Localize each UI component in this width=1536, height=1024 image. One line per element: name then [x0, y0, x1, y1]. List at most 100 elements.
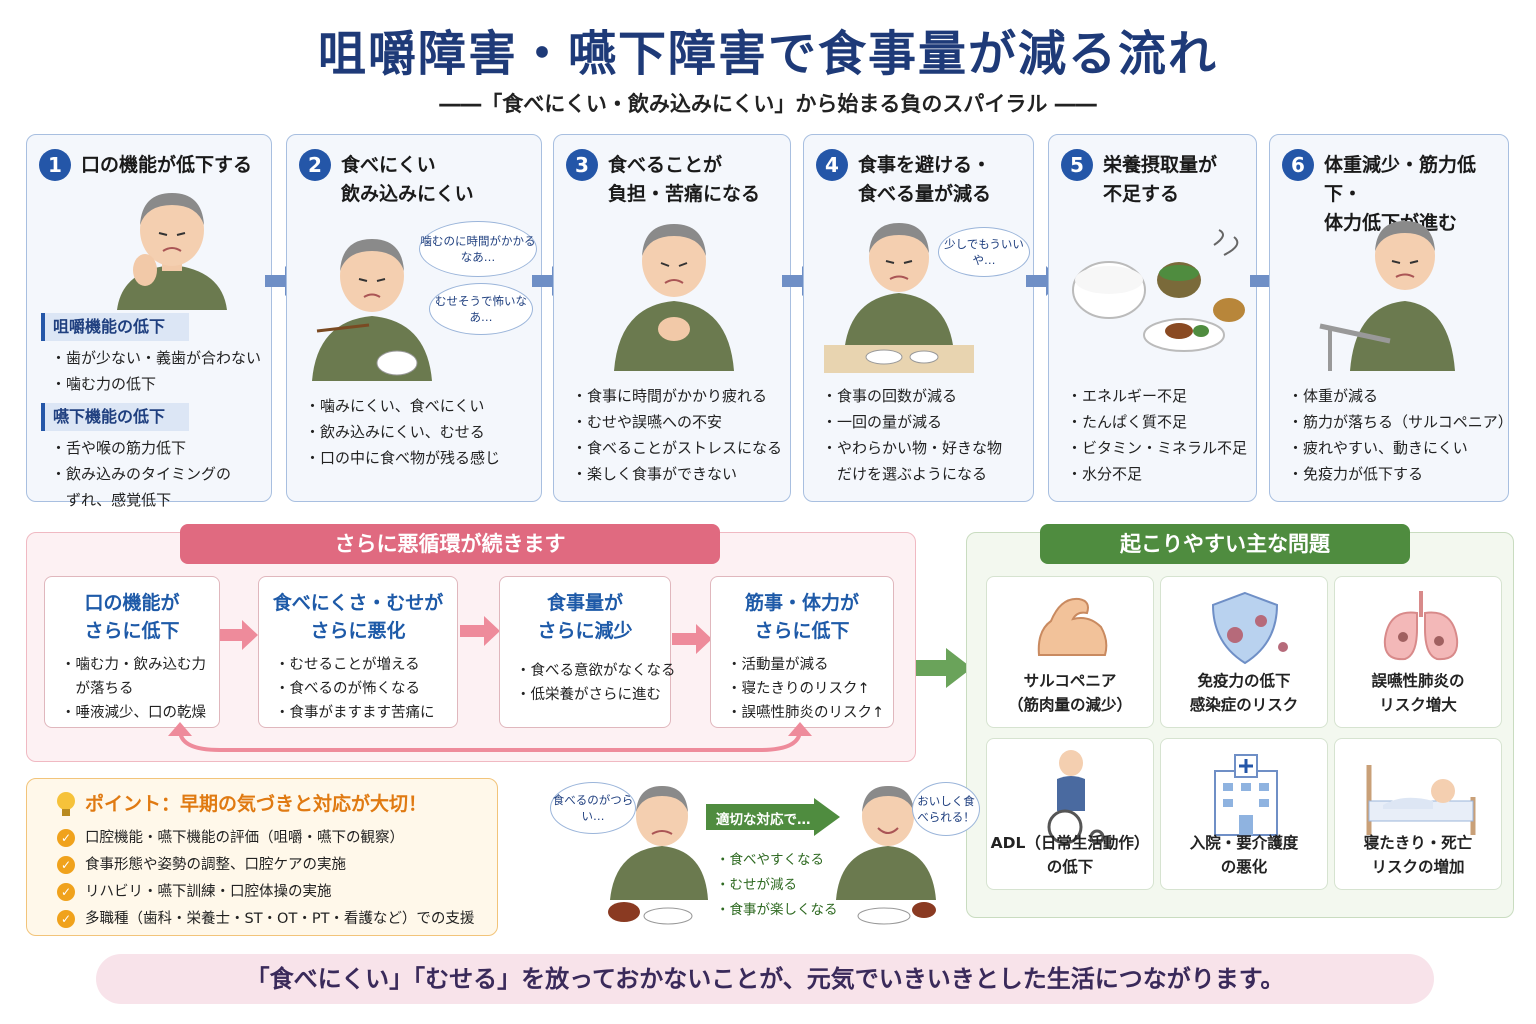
step-6-details: ・体重が減る ・筋力が落ちる（サルコペニア） ・疲れやすい、動きにくい ・免疫力…	[1288, 383, 1513, 487]
cycle-box-items: ・むせることが増える ・食べるのが怖くなる ・食事がますます苦痛に	[275, 653, 457, 725]
list-item: ・食べやすくなる	[716, 852, 824, 868]
list-item: が落ちる	[61, 681, 134, 697]
meal-icon	[1072, 229, 1245, 352]
step-5-details: ・エネルギー不足 ・たんぱく質不足 ・ビタミン・ミネラル不足 ・水分不足	[1067, 383, 1250, 487]
after-thought-bubble: おいしく食べられる！	[912, 782, 980, 836]
list-item: ・食事の回数が減る	[822, 387, 958, 405]
elderly-man-at-table-icon	[824, 223, 974, 373]
lungs-icon	[1383, 591, 1459, 661]
problem-card-hospital: 入院・要介護度の悪化	[1160, 738, 1328, 890]
list-item: ・ビタミン・ミネラル不足	[1067, 439, 1248, 457]
list-item: ・やわらかい物・好きな物	[822, 439, 1003, 457]
step-1-details: 咀嚼機能の低下 ・歯が少ない・義歯が合わない ・噛む力の低下 嚥下機能の低下 ・…	[41, 307, 265, 513]
list-item: ✓口腔機能・嚥下機能の評価（咀嚼・嚥下の観察）	[57, 825, 474, 852]
list-item: ・唾液減少、口の乾燥	[61, 705, 206, 721]
list-item: ・寝たきりのリスク↑	[727, 681, 870, 697]
step-number: 1	[39, 149, 71, 181]
step-title: 口の機能が低下する	[81, 154, 253, 176]
list-item: ・食べるのが怖くなる	[275, 681, 420, 697]
point-heading: ポイント：早期の気づきと対応が大切！	[85, 793, 428, 815]
list-item: ・エネルギー不足	[1067, 387, 1188, 405]
benefits-list: ・食べやすくなる ・むせが減る ・食事が楽しくなる	[716, 848, 838, 923]
problem-label: サルコペニア（筋肉量の減少）	[1007, 672, 1132, 714]
check-icon: ✓	[57, 856, 75, 874]
thought-bubble: 少しでもういいや…	[938, 227, 1030, 277]
elderly-man-struggling-icon	[608, 786, 708, 925]
list-item: ・噛む力・飲み込む力	[61, 657, 206, 673]
point-list: ✓口腔機能・嚥下機能の評価（咀嚼・嚥下の観察） ✓食事形態や姿勢の調整、口腔ケア…	[57, 825, 474, 933]
list-item: ・免疫力が低下する	[1288, 465, 1424, 483]
list-item: ✓リハビリ・嚥下訓練・口腔体操の実施	[57, 879, 474, 906]
step-title: 栄養摂取量が不足する	[1103, 154, 1218, 205]
page-title: 咀嚼障害・嚥下障害で食事量が減る流れ	[317, 26, 1218, 82]
list-item: ✓食事形態や姿勢の調整、口腔ケアの実施	[57, 852, 474, 879]
step-2-details: ・噛みにくい、食べにくい ・飲み込みにくい、むせる ・口の中に食べ物が残る感じ	[305, 393, 535, 471]
list-item: ・疲れやすい、動きにくい	[1288, 439, 1468, 457]
footer-message: 「食べにくい」「むせる」を放っておかないことが、元気でいきいきとした生活につなが…	[96, 954, 1434, 1004]
list-item: ・楽しく食事ができない	[572, 465, 738, 483]
subheading: 嚥下機能の低下	[41, 403, 189, 431]
step-4-details: ・食事の回数が減る ・一回の量が減る ・やわらかい物・好きな物 だけを選ぶように…	[822, 383, 1027, 487]
elderly-man-worried-icon	[117, 193, 227, 310]
muscle-arm-icon	[1037, 597, 1108, 656]
vicious-cycle-heading: さらに悪循環が続きます	[180, 524, 720, 564]
bedridden-icon	[1366, 765, 1476, 835]
step-title: 食べることが負担・苦痛になる	[608, 154, 761, 205]
problem-label: ADL（日常生活動作）の低下	[990, 834, 1150, 876]
list-item: ・舌や喉の筋力低下	[51, 439, 187, 457]
check-icon: ✓	[57, 883, 75, 901]
problems-heading: 起こりやすい主な問題	[1040, 524, 1410, 564]
step-title: 食べにくい飲み込みにくい	[341, 154, 474, 205]
problem-card-sarcopenia: サルコペニア（筋肉量の減少）	[986, 576, 1154, 728]
list-item: ・噛む力の低下	[51, 375, 157, 393]
check-icon: ✓	[57, 829, 75, 847]
list-item: ・低栄養がさらに進む	[516, 687, 661, 703]
problem-label: 入院・要介護度の悪化	[1189, 834, 1299, 876]
step-2-card: 2 食べにくい飲み込みにくい 噛むのに時間がかかるなあ… むせそうで怖いなあ… …	[286, 134, 542, 502]
step-number: 5	[1061, 149, 1093, 181]
cycle-box-title: 口の機能がさらに低下	[84, 592, 180, 642]
subheading: 咀嚼機能の低下	[41, 313, 189, 341]
elderly-man-weak-icon	[1319, 221, 1455, 371]
cycle-box-3: 食事量がさらに減少 ・食べる意欲がなくなる ・低栄養がさらに進む	[499, 576, 676, 728]
problem-label: 誤嚥性肺炎のリスク増大	[1371, 672, 1465, 714]
cycle-box-2: 食べにくさ・むせがさらに悪化 ・むせることが増える ・食べるのが怖くなる ・食事…	[258, 576, 458, 728]
immune-shield-icon	[1211, 591, 1288, 665]
cycle-box-title: 食事量がさらに減少	[537, 592, 633, 642]
problem-label: 寝たきり・死亡リスクの増加	[1363, 834, 1473, 876]
cycle-arrow-icon	[672, 624, 712, 654]
problem-card-bedridden: 寝たきり・死亡リスクの増加	[1334, 738, 1502, 890]
list-item: ・食事が楽しくなる	[716, 902, 838, 918]
step-title: 食事を避ける・食べる量が減る	[858, 154, 992, 205]
list-item: だけを選ぶようになる	[822, 465, 988, 483]
step-number: 4	[816, 149, 848, 181]
elderly-man-eating-icon	[312, 239, 432, 381]
list-item: ・食べることがストレスになる	[572, 439, 783, 457]
list-item: ・飲み込みにくい、むせる	[305, 423, 485, 441]
wheelchair-icon	[1047, 750, 1105, 845]
cycle-box-title: 筋事・体力がさらに低下	[744, 592, 859, 642]
list-item: ・一回の量が減る	[822, 413, 943, 431]
list-item: ・筋力が落ちる（サルコペニア）	[1288, 413, 1513, 431]
cycle-box-title: 食べにくさ・むせがさらに悪化	[272, 592, 444, 642]
thought-bubble: 噛むのに時間がかかるなあ…	[419, 221, 537, 277]
step-number: 6	[1282, 149, 1314, 181]
step-1-card: 1 口の機能が低下する 咀嚼機能の低下 ・歯が少ない・義歯が合わない ・噛む力の…	[26, 134, 272, 509]
hospital-icon	[1214, 754, 1278, 836]
list-item: ・食事がますます苦痛に	[275, 705, 435, 721]
to-problems-arrow-icon	[916, 648, 972, 688]
list-item: ・むせることが増える	[275, 657, 420, 673]
list-item: ・たんぱく質不足	[1067, 413, 1188, 431]
cycle-box-items: ・活動量が減る ・寝たきりのリスク↑ ・誤嚥性肺炎のリスク↑	[727, 653, 893, 725]
lightbulb-icon	[57, 792, 75, 816]
list-item: ・むせが減る	[716, 877, 797, 893]
list-item: ・活動量が減る	[727, 657, 829, 673]
step-3-card: 3 食べることが負担・苦痛になる ・食事に時間がかかり疲れる ・むせや誤嚥への不…	[553, 134, 791, 502]
list-item: ・口の中に食べ物が残る感じ	[305, 449, 501, 467]
list-item: ・飲み込みのタイミングの	[51, 465, 232, 483]
cycle-box-items: ・食べる意欲がなくなる ・低栄養がさらに進む	[516, 659, 676, 707]
list-item: ・歯が少ない・義歯が合わない	[51, 349, 262, 367]
cycle-arrow-icon	[220, 620, 258, 650]
cycle-arrow-icon	[460, 616, 500, 646]
cycle-box-1: 口の機能がさらに低下 ・噛む力・飲み込む力 が落ちる ・唾液減少、口の乾燥	[44, 576, 220, 728]
